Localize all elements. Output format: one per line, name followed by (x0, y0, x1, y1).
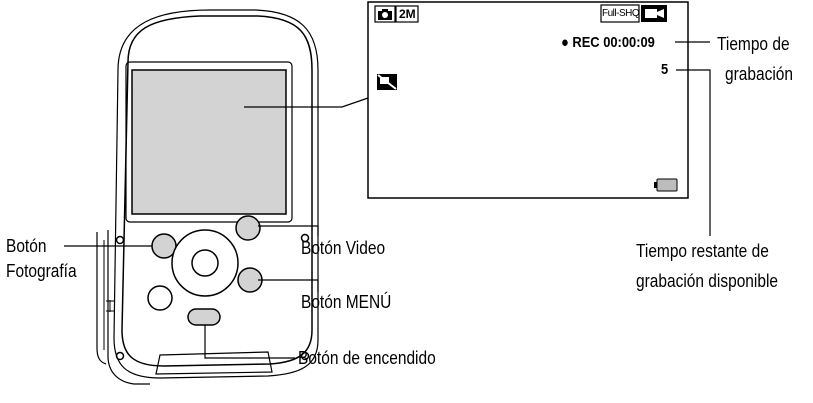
video-button[interactable] (235, 215, 261, 241)
power-button[interactable] (187, 308, 221, 326)
stabilizer-off-icon (377, 74, 397, 90)
camera-display (131, 69, 287, 215)
camera-mode-icon (374, 5, 396, 23)
resolution-badge: 2M (399, 7, 416, 21)
remaining-time-label-line2: grabación disponible (636, 271, 779, 291)
battery-icon (654, 178, 678, 192)
remaining-value: 5 (661, 61, 669, 78)
photo-button-label-line1: Botón (6, 236, 47, 256)
leader-lines (64, 41, 711, 359)
resolution-badge-frame (395, 5, 419, 23)
photo-button-label-line2: Fotografía (6, 261, 77, 281)
quality-badge: Full-SHQ (602, 8, 640, 19)
video-button-label: Botón Video (301, 238, 386, 258)
quality-badge-frame (600, 4, 640, 23)
recording-time-label-line2: grabación (725, 64, 793, 84)
power-button-label: Botón de encendido (298, 348, 436, 368)
menu-button-label: Botón MENÚ (301, 292, 392, 312)
recording-time-label-line1: Tiempo de (717, 34, 790, 54)
rec-indicator: ● REC 00:00:09 (561, 34, 655, 51)
remaining-time-label-line1: Tiempo restante de (636, 241, 769, 261)
screen-panel (367, 1, 689, 199)
navigation-center-button[interactable] (191, 249, 219, 277)
video-mode-icon (641, 5, 667, 22)
lower-left-button[interactable] (147, 285, 173, 311)
